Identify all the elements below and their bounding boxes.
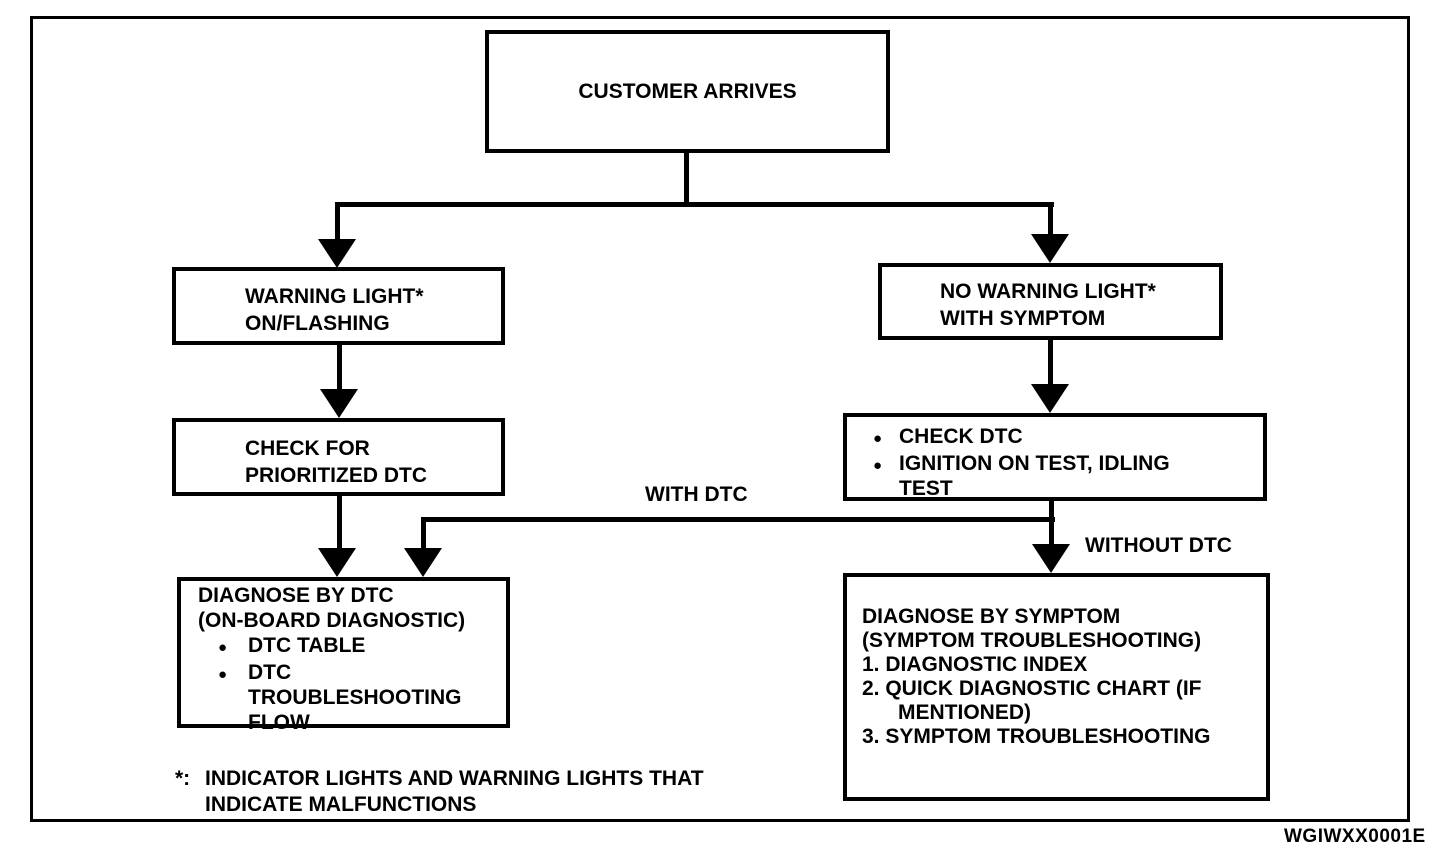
node-line: CHECK FOR	[245, 437, 370, 460]
bullet-item: ● DTC TABLE	[218, 633, 506, 660]
footnote: *: INDICATOR LIGHTS AND WARNING LIGHTS T…	[175, 766, 705, 818]
connector-customer-stem	[684, 151, 689, 207]
bullet-icon: ●	[218, 666, 228, 683]
connector-without-dtc-drop	[1049, 498, 1054, 546]
connector-with-dtc-drop	[421, 517, 426, 550]
node-diagnose-by-dtc: DIAGNOSE BY DTC (ON-BOARD DIAGNOSTIC) ● …	[177, 577, 510, 734]
connector-split-horizontal	[335, 202, 1054, 207]
diagram-border	[30, 16, 1410, 822]
connector-checkprio-to-diagnose	[337, 493, 342, 550]
arrowhead-to-diagnose-dtc-icon	[318, 548, 356, 577]
arrowhead-to-check-dtc-icon	[1031, 384, 1069, 413]
figure-code: WGIWXX0001E	[1284, 826, 1426, 847]
node-line: NO WARNING LIGHT*	[940, 280, 1156, 303]
connector-split-right-drop	[1048, 202, 1053, 237]
bullet-text: DTC TROUBLESHOOTING FLOW	[248, 661, 462, 734]
numbered-item: 1. DIAGNOSTIC INDEX	[862, 653, 1088, 676]
edge-label-without-dtc: WITHOUT DTC	[1085, 534, 1232, 557]
node-diagnose-by-symptom: DIAGNOSE BY SYMPTOM (SYMPTOM TROUBLESHOO…	[843, 573, 1270, 801]
arrowhead-without-dtc-icon	[1032, 544, 1070, 573]
arrowhead-to-no-warning-light-icon	[1031, 234, 1069, 263]
node-line: WITH SYMPTOM	[940, 307, 1106, 330]
bullet-item: ● IGNITION ON TEST, IDLING TEST	[873, 451, 1263, 501]
bullet-text: IGNITION ON TEST, IDLING TEST	[899, 452, 1170, 500]
node-customer-arrives: CUSTOMER ARRIVES	[485, 30, 890, 153]
arrowhead-to-check-prioritized-icon	[320, 389, 358, 418]
node-label: CUSTOMER ARRIVES	[578, 79, 797, 103]
node-title-line: DIAGNOSE BY DTC	[198, 584, 394, 607]
bullet-item: ● DTC TROUBLESHOOTING FLOW	[218, 660, 506, 735]
bullet-text: DTC TABLE	[248, 634, 366, 657]
bullet-icon: ●	[218, 639, 228, 656]
node-title-line: (ON-BOARD DIAGNOSTIC)	[198, 609, 466, 632]
connector-warning-to-check	[337, 342, 342, 392]
connector-split-left-drop	[335, 202, 340, 242]
node-line: WARNING LIGHT*	[245, 285, 424, 308]
node-title-line: (SYMPTOM TROUBLESHOOTING)	[862, 629, 1202, 652]
footnote-marker: *:	[175, 767, 191, 790]
numbered-item: 2. QUICK DIAGNOSTIC CHART (IF MENTIONED)	[862, 677, 1202, 724]
node-line: ON/FLASHING	[245, 312, 390, 335]
connector-nowarning-to-checkdtc	[1048, 336, 1053, 387]
bullet-icon: ●	[873, 457, 883, 474]
arrowhead-with-dtc-icon	[404, 548, 442, 577]
node-check-dtc: ● CHECK DTC ● IGNITION ON TEST, IDLING T…	[843, 413, 1267, 501]
node-title-line: DIAGNOSE BY SYMPTOM	[862, 605, 1121, 628]
arrowhead-to-warning-light-icon	[318, 239, 356, 268]
node-no-warning-light: NO WARNING LIGHT* WITH SYMPTOM	[878, 263, 1223, 340]
bullet-item: ● CHECK DTC	[873, 424, 1263, 451]
node-check-prioritized-dtc: CHECK FOR PRIORITIZED DTC	[172, 418, 505, 496]
numbered-item: 3. SYMPTOM TROUBLESHOOTING	[862, 725, 1211, 748]
bullet-text: CHECK DTC	[899, 425, 1023, 448]
node-line: PRIORITIZED DTC	[245, 464, 427, 487]
connector-with-dtc-horizontal	[421, 517, 1055, 522]
edge-label-with-dtc: WITH DTC	[645, 483, 748, 506]
bullet-icon: ●	[873, 430, 883, 447]
footnote-text: INDICATOR LIGHTS AND WARNING LIGHTS THAT…	[205, 767, 704, 816]
node-warning-light: WARNING LIGHT* ON/FLASHING	[172, 267, 505, 345]
